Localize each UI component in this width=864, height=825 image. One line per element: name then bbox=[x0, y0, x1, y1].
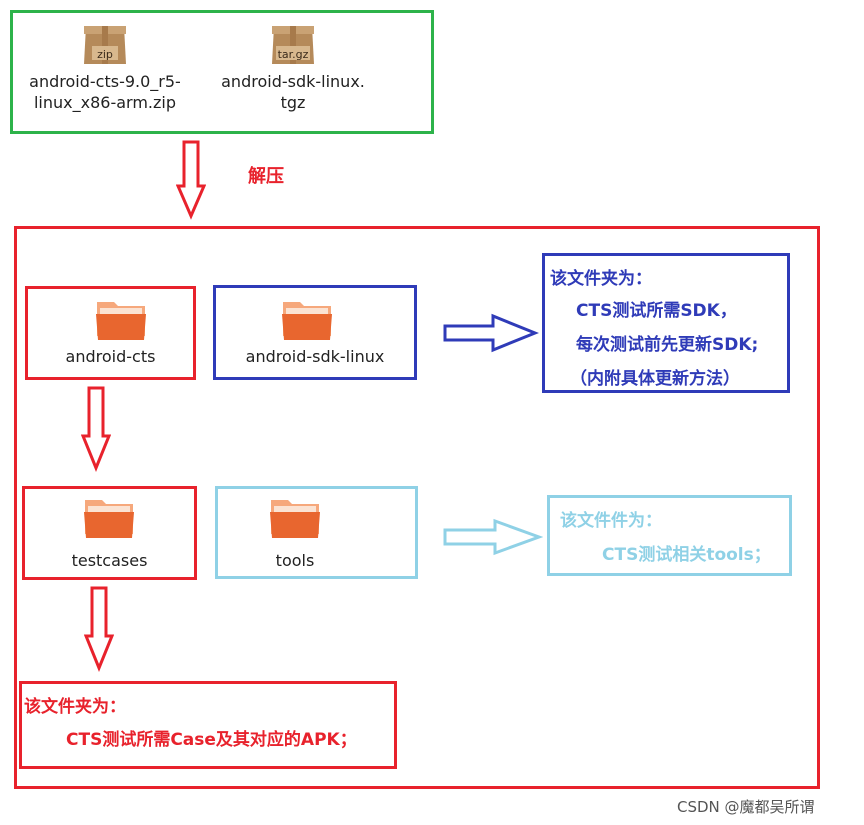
sdk-note-box bbox=[542, 253, 790, 393]
folder-icon[interactable] bbox=[82, 494, 136, 540]
tools-note-box bbox=[547, 495, 792, 576]
archive-icon[interactable] bbox=[80, 20, 130, 66]
zip-name-line2: linux_x86-arm.zip bbox=[33, 93, 176, 112]
zip-badge: zip bbox=[97, 48, 113, 61]
sdk-note-line: CTS测试所需SDK， bbox=[576, 301, 737, 321]
sdk-note-title: 该文件夹为： bbox=[550, 269, 652, 289]
folder-icon[interactable] bbox=[280, 296, 334, 342]
testcases-down-arrow bbox=[84, 586, 114, 672]
zip-name-line1: android-cts-9.0_r5- bbox=[29, 72, 181, 91]
tools-note-title: 该文件件为： bbox=[560, 511, 662, 531]
folder-label-testcases: testcases bbox=[71, 551, 148, 570]
folder-label-android-sdk-linux: android-sdk-linux bbox=[245, 347, 385, 366]
testcases-note-line: CTS测试所需Case及其对应的APK； bbox=[66, 730, 357, 750]
tools-note-line: CTS测试相关tools； bbox=[602, 545, 771, 565]
extract-down-arrow bbox=[176, 140, 206, 220]
tools-box bbox=[215, 486, 418, 579]
folder-label-tools: tools bbox=[275, 551, 315, 570]
tgz-name-line2: tgz bbox=[280, 93, 306, 112]
tools-right-arrow bbox=[443, 518, 543, 556]
android-cts-box bbox=[25, 286, 196, 380]
testcases-note-title: 该文件夹为： bbox=[24, 697, 126, 717]
folder-icon[interactable] bbox=[94, 296, 148, 342]
tgz-badge: tar.gz bbox=[277, 48, 309, 61]
archives-box bbox=[10, 10, 434, 134]
archive-icon[interactable] bbox=[268, 20, 318, 66]
testcases-box bbox=[22, 486, 197, 580]
tgz-name-line1: android-sdk-linux. bbox=[221, 72, 365, 91]
watermark: CSDN @魔都吴所谓 bbox=[677, 798, 815, 816]
sdk-note-line: （内附具体更新方法） bbox=[570, 369, 740, 389]
extract-label: 解压 bbox=[248, 166, 284, 187]
extracted-container bbox=[14, 226, 820, 789]
folder-icon[interactable] bbox=[268, 494, 322, 540]
android-sdk-linux-box bbox=[213, 285, 417, 380]
cts-down-arrow bbox=[81, 386, 111, 472]
folder-label-android-cts: android-cts bbox=[65, 347, 156, 366]
sdk-right-arrow bbox=[443, 313, 539, 353]
sdk-note-line: 每次测试前先更新SDK; bbox=[576, 335, 759, 355]
testcases-note-box bbox=[19, 681, 397, 769]
